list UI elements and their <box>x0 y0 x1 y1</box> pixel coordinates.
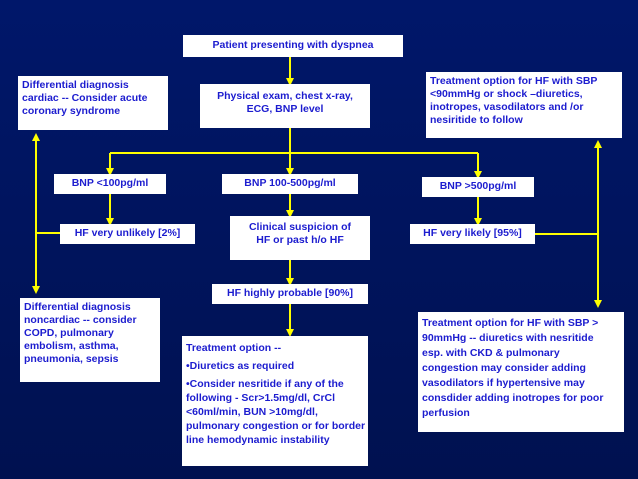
node-treat-high-sbp-line-2: 90mmHg -- diuretics with nesritide <box>422 332 594 344</box>
node-bnp-low-line-1: BNP <100pg/ml <box>71 177 149 189</box>
node-hf-likely: HF very likely [95%] <box>410 224 535 244</box>
node-treat-low-sbp: Treatment option for HF with SBP <90mmHg… <box>426 72 622 138</box>
node-treat-low-sbp-line-4: nesiritide to follow <box>430 114 523 126</box>
node-exam-line-2: ECG, BNP level <box>246 103 324 115</box>
node-bnp-high-line-1: BNP >500pg/ml <box>439 180 517 192</box>
node-treat-high-sbp-line-1: Treatment option for HF with SBP > <box>422 317 599 329</box>
node-treatment-option-line-9: line hemodynamic instability <box>186 434 330 446</box>
node-diff-cardiac: Differential diagnosis cardiac -- Consid… <box>18 76 168 130</box>
node-treatment-option-line-7: <60ml/min, BUN >10mg/dl, <box>186 406 318 418</box>
node-diff-noncardiac-line-3: COPD, pulmonary <box>24 327 114 339</box>
node-diff-noncardiac-line-1: Differential diagnosis <box>24 301 131 313</box>
node-diff-cardiac-line-1: Differential diagnosis <box>22 79 129 91</box>
node-start: Patient presenting with dyspnea <box>183 35 403 57</box>
node-treatment-option: Treatment option -- •Diuretics as requir… <box>182 336 368 466</box>
node-treat-high-sbp: Treatment option for HF with SBP > 90mmH… <box>418 312 624 432</box>
node-diff-noncardiac-line-5: pneumonia, sepsis <box>24 353 119 365</box>
node-treat-high-sbp-line-5: vasodilators if hypertensive may <box>422 377 585 389</box>
node-bnp-low: BNP <100pg/ml <box>54 174 166 194</box>
node-treat-high-sbp-line-6: consdider adding inotropes for poor <box>422 392 604 404</box>
node-treatment-option-line-1: Treatment option -- <box>186 342 282 354</box>
node-treat-low-sbp-line-2: <90mmHg or shock –diuretics, <box>430 88 583 100</box>
node-treatment-option-line-6: following - Scr>1.5mg/dl, CrCl <box>186 392 336 404</box>
node-hf-probable: HF highly probable [90%] <box>212 284 368 304</box>
node-bnp-high: BNP >500pg/ml <box>422 177 534 197</box>
node-treat-high-sbp-line-7: perfusion <box>422 407 470 419</box>
node-diff-noncardiac-line-2: noncardiac -- consider <box>24 314 137 326</box>
node-bnp-mid: BNP 100-500pg/ml <box>222 174 358 194</box>
node-hf-unlikely-line-1: HF very unlikely [2%] <box>74 227 181 239</box>
node-treat-low-sbp-line-1: Treatment option for HF with SBP <box>430 75 598 87</box>
node-diff-noncardiac-line-4: embolism, asthma, <box>24 340 119 352</box>
node-diff-noncardiac: Differential diagnosis noncardiac -- con… <box>20 298 160 382</box>
node-treat-low-sbp-line-3: inotropes, vasodilators and /or <box>430 101 584 113</box>
node-treatment-option-line-3: •Diuretics as required <box>186 360 295 372</box>
node-exam: Physical exam, chest x-ray, ECG, BNP lev… <box>200 84 370 128</box>
node-diff-cardiac-line-3: coronary syndrome <box>22 105 121 117</box>
node-hf-likely-line-1: HF very likely [95%] <box>423 227 522 239</box>
node-treat-high-sbp-line-3: esp. with CKD & pulmonary <box>422 347 560 359</box>
node-treat-high-sbp-line-4: congestion may consider adding <box>422 362 586 374</box>
node-diff-cardiac-line-2: cardiac -- Consider acute <box>22 92 148 104</box>
node-exam-line-1: Physical exam, chest x-ray, <box>217 90 353 102</box>
node-treatment-option-line-5: •Consider nesritide if any of the <box>186 378 344 390</box>
node-treatment-option-line-8: pulmonary congestion or for border <box>186 420 366 432</box>
node-clinical-suspicion: Clinical suspicion of HF or past h/o HF <box>230 216 370 260</box>
node-clinical-suspicion-line-1: Clinical suspicion of <box>248 221 352 233</box>
node-hf-unlikely: HF very unlikely [2%] <box>60 224 195 244</box>
node-start-line-1: Patient presenting with dyspnea <box>212 39 374 51</box>
node-hf-probable-line-1: HF highly probable [90%] <box>226 287 353 299</box>
node-clinical-suspicion-line-2: HF or past h/o HF <box>256 234 344 246</box>
node-bnp-mid-line-1: BNP 100-500pg/ml <box>244 177 336 189</box>
